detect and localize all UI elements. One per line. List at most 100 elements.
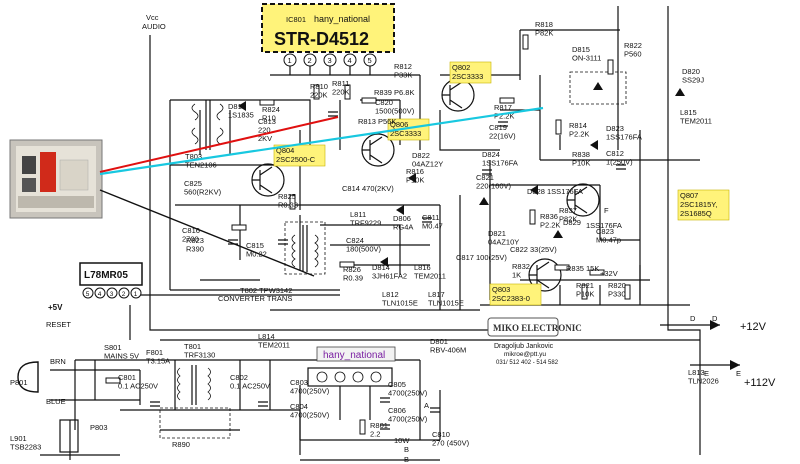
label-c813: 2KV: [258, 134, 272, 143]
label-r801: R801: [370, 421, 388, 430]
label-r814: R814: [569, 121, 587, 130]
label-d822: D822: [412, 151, 430, 160]
label-c812: 1(250V): [606, 158, 633, 167]
output-letter-e1: E: [704, 369, 709, 378]
transistor-part: 2SC2500-C: [276, 155, 316, 164]
transistor-ref-q806: Q806: [390, 120, 408, 129]
label-d801: RBV-406M: [430, 346, 466, 355]
cyan-pointer-line: [99, 106, 544, 176]
label-d829b: 1SS176FA: [586, 221, 622, 230]
label-c820: C820: [375, 98, 393, 107]
label-brn: BRN: [50, 357, 66, 366]
label-r813: R813 P56K: [358, 117, 396, 126]
label-r814: P2.2K: [569, 130, 589, 139]
transistor-labels: Q8022SC3333Q8062SC3333Q8042SC2500-CQ8072…: [273, 61, 730, 306]
label-d806: D806: [393, 214, 411, 223]
label-c802: C802: [230, 373, 248, 382]
label-r818: R818: [535, 20, 553, 29]
label-l814: TEM2011: [258, 341, 290, 350]
label-d824: 1SS176FA: [482, 159, 518, 168]
label-l812: L812: [382, 290, 399, 299]
ic801-ref: IC801: [286, 15, 306, 24]
label-d822: 04AZ12Y: [412, 160, 443, 169]
regulator-pin-label: 5: [86, 291, 90, 298]
label-c817: C817 100(25V): [456, 253, 507, 262]
ic801-part: STR-D4512: [274, 29, 369, 49]
bridge-label-box: [316, 346, 396, 362]
regulator-pin-label: 1: [134, 291, 138, 298]
label-c813: C813: [258, 117, 276, 126]
label-c810: 270 (450V): [432, 439, 470, 448]
red-pointer-line: [99, 116, 339, 173]
regulator-part: L78MR05: [84, 270, 128, 281]
label-c824: C824: [346, 236, 364, 245]
ic801-pin-2: [303, 53, 317, 67]
label-r838: P10K: [572, 159, 590, 168]
label-r824: R824: [262, 105, 280, 114]
ic801-pin-label: 4: [348, 56, 352, 65]
label-mark-f: F: [604, 206, 609, 215]
ic801-pin-label: 2: [308, 56, 312, 65]
label-r836: R836: [540, 212, 558, 221]
label-d828: D828 1SS176FA: [527, 187, 583, 196]
transistor-ref-q807: Q807: [680, 191, 698, 200]
label-l901: TSB2283: [10, 443, 41, 452]
d814-symbol: [380, 257, 388, 267]
label-c811: C811: [422, 213, 439, 222]
label-c825: C825: [184, 179, 202, 188]
plus5v-label: +5V: [48, 303, 63, 312]
label-d820: D820: [682, 67, 700, 76]
ic801-pin-label: 5: [368, 56, 372, 65]
label-d824: D824: [482, 150, 500, 159]
ic801-pin-5: [363, 53, 377, 67]
l901-symbol: [59, 419, 79, 453]
label-l814: L814: [258, 332, 275, 341]
label-c821: C821: [476, 173, 494, 182]
label-r823: R390: [186, 245, 204, 254]
p801-plug-symbol: [17, 361, 39, 393]
component-photo: [9, 139, 103, 219]
label-d821: D821: [488, 229, 506, 238]
label-r890: R890: [172, 440, 190, 449]
label-t801: T801: [184, 342, 201, 351]
label-c819: 22(16V): [489, 132, 516, 141]
output-letter-d1: D: [690, 314, 696, 323]
capacitor-symbols: [150, 111, 626, 430]
label-f801: F801: [146, 348, 163, 357]
d823-symbol: [590, 140, 598, 150]
label-c805: 4700(250V): [388, 389, 428, 398]
d828-symbol: [530, 185, 538, 195]
vcc-label: Vcc: [146, 13, 159, 22]
ic801-pin-label: 1: [288, 56, 292, 65]
transistor-ref-q804: Q804: [276, 146, 294, 155]
label-d806: RG4A: [393, 223, 413, 232]
label-r818: P82K: [535, 29, 553, 38]
label-c816: 2700: [182, 235, 199, 244]
label-l817: TLN1015E: [428, 299, 464, 308]
label-t803: T803: [185, 152, 202, 161]
r890-block-symbol: [159, 407, 231, 439]
transistor-part: 2SC3333: [390, 129, 421, 138]
label-c812: C812: [606, 149, 624, 158]
bridge-label: hany_national: [323, 350, 385, 361]
label-r816: P10K: [406, 176, 424, 185]
label-c820: 1500(500V): [375, 107, 415, 116]
plus12v-label: +12V: [740, 321, 767, 333]
label-c801: 0.1 AC250V: [118, 382, 158, 391]
label-c803: C803: [290, 378, 308, 387]
d829-symbol: [553, 230, 563, 238]
label-c823: C823: [596, 227, 614, 236]
label-r811: 220K: [332, 88, 350, 97]
label-c815: M0.22: [246, 250, 267, 259]
label-d815: ON-3111: [572, 54, 601, 63]
label-plus32v: +32V: [600, 269, 618, 278]
label-mark-a: A: [424, 401, 429, 410]
d822-symbol: [408, 173, 416, 183]
label-r823: R823: [186, 236, 204, 245]
label-p803: P803: [90, 423, 108, 432]
label-r832: R832: [512, 262, 530, 271]
label-r825: R825: [278, 192, 296, 201]
label-t802: T802 TPW3142: [240, 286, 292, 295]
label-t801: TRF3130: [184, 351, 215, 360]
